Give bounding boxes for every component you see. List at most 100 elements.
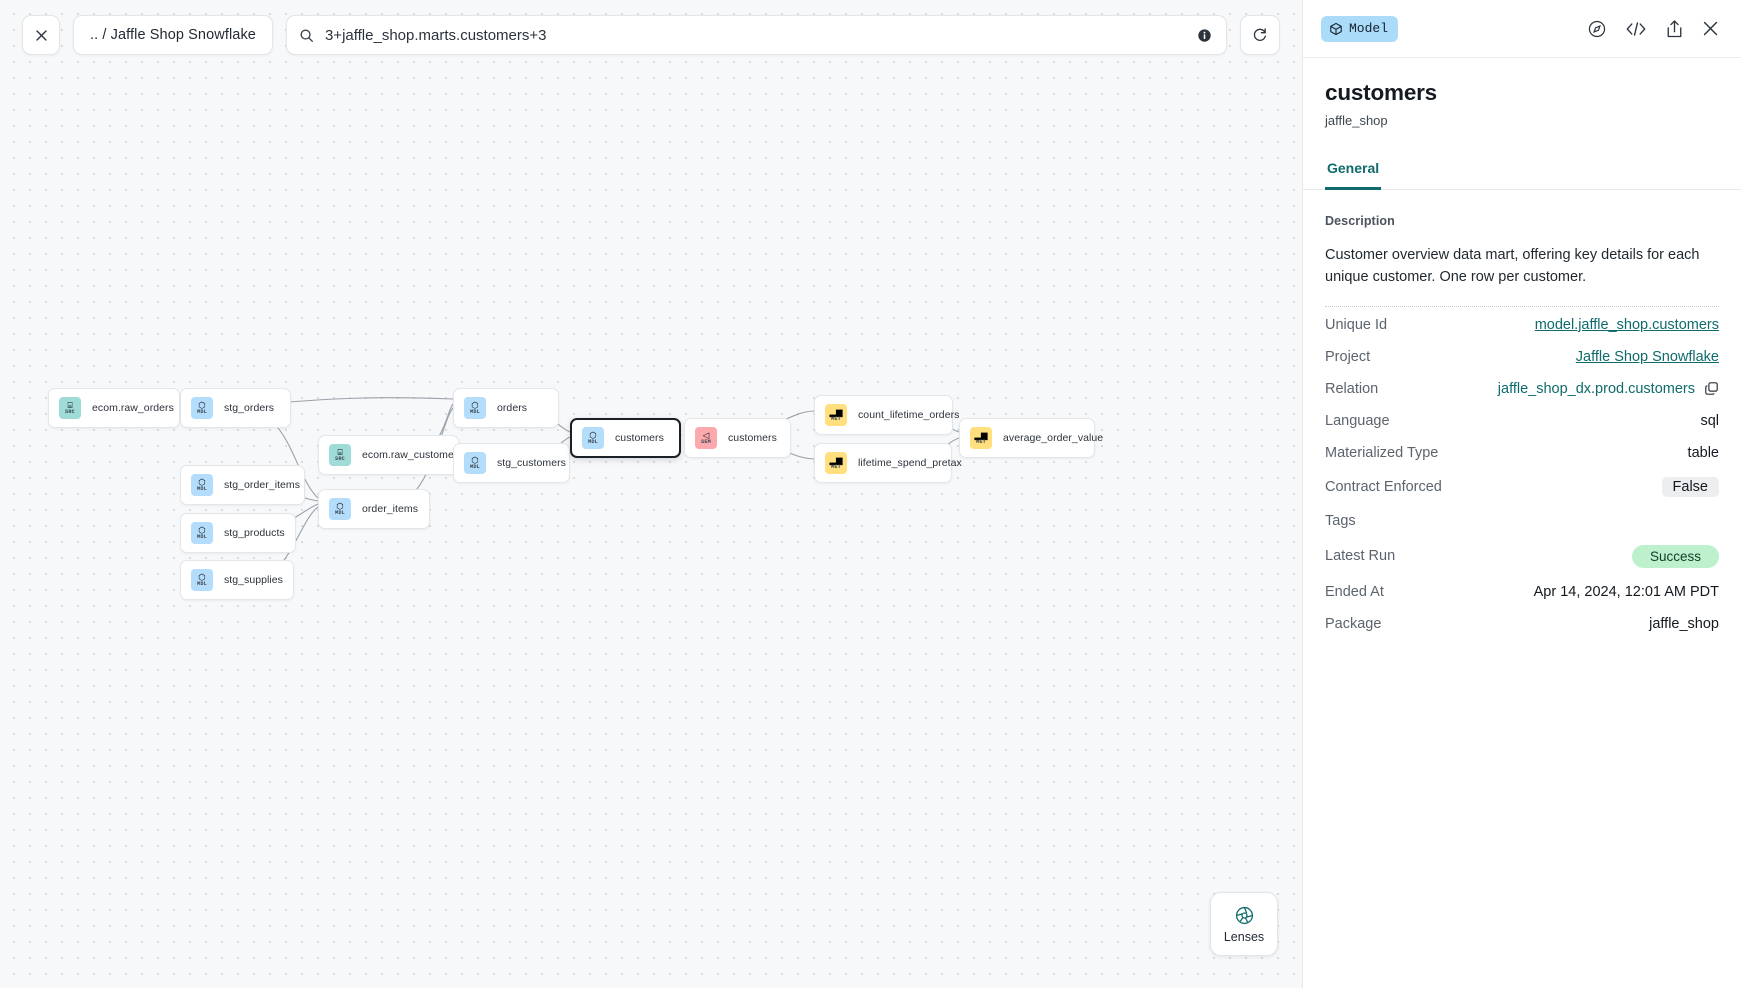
code-icon[interactable]	[1625, 20, 1647, 38]
detail-key: Contract Enforced	[1325, 478, 1442, 495]
detail-row-contract-enforced: Contract Enforced False	[1325, 469, 1719, 505]
graph-node-label: orders	[497, 402, 528, 414]
search-icon	[299, 28, 314, 43]
panel-tabs: General	[1303, 154, 1741, 190]
graph-node-label: order_items	[362, 503, 418, 515]
graph-node-lifetime_spend_pretax[interactable]: ▂▆MET lifetime_spend_pretax	[814, 443, 962, 483]
detail-key: Materialized Type	[1325, 444, 1439, 461]
search-input[interactable]: 3+jaffle_shop.marts.customers+3	[324, 26, 547, 44]
package-value: jaffle_shop	[1649, 615, 1719, 632]
mdl-badge-icon: ⬡MDL	[582, 427, 604, 449]
graph-node-customers[interactable]: ⬡MDL customers	[570, 418, 681, 458]
mdl-badge-icon: ⬡MDL	[464, 397, 486, 419]
language-value: sql	[1700, 412, 1719, 429]
node-type-label: Model	[1349, 21, 1389, 36]
panel-header-actions	[1587, 19, 1719, 39]
graph-node-label: customers	[728, 432, 777, 444]
project-link[interactable]: Jaffle Shop Snowflake	[1575, 348, 1719, 365]
canvas-toolbar: .. / Jaffle Shop Snowflake 3+jaffle_shop…	[0, 0, 1302, 70]
graph-node-stg_orders[interactable]: ⬡MDL stg_orders	[180, 388, 291, 428]
graph-node-label: stg_customers	[497, 457, 566, 469]
graph-node-orders[interactable]: ⬡MDL orders	[453, 388, 559, 428]
detail-key: Unique Id	[1325, 316, 1388, 333]
detail-row-language: Language sql	[1325, 405, 1719, 437]
sem-badge-icon: ◁SEM	[695, 427, 717, 449]
refresh-button[interactable]	[1240, 15, 1280, 55]
graph-node-stg_products[interactable]: ⬡MDL stg_products	[180, 513, 296, 553]
status-badge: Success	[1631, 544, 1719, 568]
graph-node-label: stg_products	[224, 527, 285, 539]
src-badge-icon: ⌸SRC	[59, 397, 81, 419]
mdl-badge-icon: ⬡MDL	[191, 397, 213, 419]
graph-node-label: ecom.raw_orders	[92, 402, 174, 414]
graph-node-label: lifetime_spend_pretax	[858, 457, 962, 469]
detail-row-materialized-type: Materialized Type table	[1325, 437, 1719, 469]
graph-node-average_order_value[interactable]: ▂▆MET average_order_value	[959, 418, 1103, 458]
detail-row-package: Package jaffle_shop	[1325, 608, 1719, 640]
met-badge-icon: ▂▆MET	[970, 427, 992, 449]
cube-icon	[1329, 22, 1343, 36]
panel-header: Model	[1303, 0, 1741, 58]
graph-node-stg_customers[interactable]: ⬡MDL stg_customers	[453, 443, 570, 483]
lineage-graph: ⌸SRC ecom.raw_orders ⬡MDL stg_orders ⬡MDL stg…	[48, 388, 1103, 600]
graph-node-stg_supplies[interactable]: ⬡MDL stg_supplies	[180, 560, 294, 600]
lineage-canvas[interactable]: ⌸SRC ecom.raw_orders ⬡MDL stg_orders ⬡MDL stg…	[0, 0, 1302, 988]
graph-node-count_lifetime_orders[interactable]: ▂▆MET count_lifetime_orders	[814, 395, 959, 435]
mdl-badge-icon: ⬡MDL	[464, 452, 486, 474]
panel-body: Description Customer overview data mart,…	[1303, 190, 1741, 988]
lenses-button[interactable]: Lenses	[1210, 892, 1278, 956]
detail-row-ended-at: Ended At Apr 14, 2024, 12:01 AM PDT	[1325, 576, 1719, 608]
graph-node-label: count_lifetime_orders	[858, 409, 960, 421]
lenses-label: Lenses	[1223, 929, 1265, 944]
contract-enforced-value: False	[1661, 476, 1719, 497]
detail-key: Language	[1325, 412, 1390, 429]
mdl-badge-icon: ⬡MDL	[191, 474, 213, 496]
graph-node-label: stg_supplies	[224, 574, 283, 586]
page-subtitle: jaffle_shop	[1325, 113, 1388, 128]
detail-row-latest-run: Latest Run Success	[1325, 537, 1719, 576]
graph-node-ecom-raw_orders[interactable]: ⌸SRC ecom.raw_orders	[48, 388, 180, 428]
detail-row-relation: Relation jaffle_shop_dx.prod.customers	[1325, 373, 1719, 405]
copy-icon[interactable]	[1704, 381, 1719, 396]
detail-key: Package	[1325, 615, 1382, 632]
graph-node-label: stg_order_items	[224, 479, 301, 491]
detail-row-tags: Tags	[1325, 505, 1719, 537]
mdl-badge-icon: ⬡MDL	[191, 522, 213, 544]
close-button[interactable]	[22, 15, 60, 55]
tab-general[interactable]: General	[1325, 154, 1382, 190]
src-badge-icon: ⌸SRC	[329, 444, 351, 466]
share-icon[interactable]	[1665, 19, 1684, 39]
close-icon[interactable]	[1702, 20, 1719, 37]
graph-node-order_items[interactable]: ⬡MDL order_items	[318, 489, 430, 529]
refresh-icon	[1252, 27, 1268, 43]
graph-node-customers[interactable]: ◁SEM customers	[684, 418, 791, 458]
ended-at-value: Apr 14, 2024, 12:01 AM PDT	[1533, 583, 1719, 600]
mdl-badge-icon: ⬡MDL	[329, 498, 351, 520]
met-badge-icon: ▂▆MET	[825, 452, 847, 474]
unique-id-link[interactable]: model.jaffle_shop.customers	[1534, 316, 1719, 333]
detail-key: Relation	[1325, 380, 1379, 397]
info-icon[interactable]	[1197, 28, 1212, 43]
details-panel: Model	[1302, 0, 1741, 988]
node-type-chip[interactable]: Model	[1321, 15, 1399, 42]
graph-node-label: average_order_value	[1003, 432, 1104, 444]
relation-value: jaffle_shop_dx.prod.customers	[1497, 380, 1695, 397]
lens-icon	[1234, 905, 1255, 926]
graph-node-label: stg_orders	[224, 402, 275, 414]
panel-title-block: customers jaffle_shop	[1303, 58, 1741, 128]
compass-icon[interactable]	[1587, 19, 1607, 39]
met-badge-icon: ▂▆MET	[825, 404, 847, 426]
description-label: Description	[1325, 214, 1395, 228]
close-icon	[35, 29, 48, 42]
search-bar[interactable]: 3+jaffle_shop.marts.customers+3	[285, 15, 1227, 55]
graph-node-stg_order_items[interactable]: ⬡MDL stg_order_items	[180, 465, 305, 505]
detail-row-unique-id: Unique Id model.jaffle_shop.customers	[1325, 309, 1719, 341]
materialized-type-value: table	[1687, 444, 1719, 461]
detail-key: Tags	[1325, 512, 1356, 529]
graph-node-label: customers	[615, 432, 664, 444]
detail-key: Project	[1325, 348, 1371, 365]
detail-row-project: Project Jaffle Shop Snowflake	[1325, 341, 1719, 373]
mdl-badge-icon: ⬡MDL	[191, 569, 213, 591]
breadcrumb[interactable]: .. / Jaffle Shop Snowflake	[73, 15, 273, 55]
